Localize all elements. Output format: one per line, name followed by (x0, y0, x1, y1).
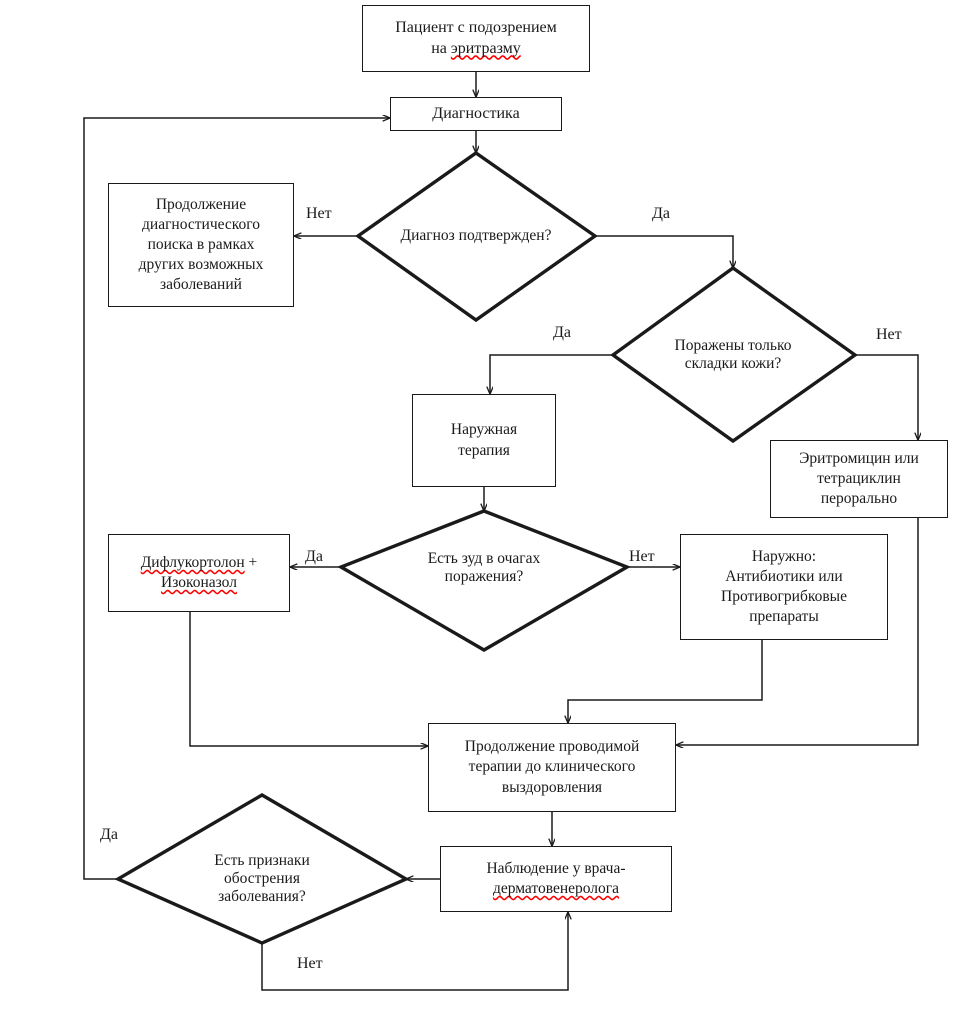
connector-edges (83, 72, 919, 991)
node-diflukortolon: Дифлукортолон +Изоконазол (108, 534, 290, 612)
edge-dxconfirmed-yes-to-foldsonly (595, 235, 733, 268)
node-followup: Наблюдение у врача-дерматовенеролога (440, 846, 672, 912)
edge-relapse-yes-to-diagnostics (83, 118, 390, 880)
diamond-itch (337, 509, 631, 652)
edge-systemic-to-continuetx (676, 518, 919, 745)
edge-label-itch-yes: Да (305, 548, 324, 565)
edge-label-relapse-no: Нет (297, 955, 323, 972)
decision-diamonds (114, 150, 858, 945)
node-diflukortolon-text: Дифлукортолон +Изоконазол (140, 553, 258, 591)
edge-label-folds-no: Нет (876, 326, 902, 343)
edge-label-itch-no: Нет (629, 548, 655, 565)
diamond-folds-only (610, 265, 858, 444)
edge-label-relapse-yes: Да (100, 826, 119, 843)
edge-label-dx-no: Нет (306, 205, 332, 222)
edge-diflu-to-continuetx (189, 612, 428, 746)
node-diagnostics: Диагностика (390, 97, 562, 131)
edge-label-dx-yes: Да (652, 205, 671, 222)
edge-externalab-to-continuetx (568, 640, 763, 723)
edge-foldsonly-yes-to-topical (490, 354, 613, 394)
node-diagnostics-text: Диагностика (432, 104, 520, 122)
diamond-dx-confirmed (355, 150, 598, 323)
diamond-relapse (114, 793, 410, 945)
edge-relapse-no-to-followup (261, 912, 568, 991)
edge-label-folds-yes: Да (553, 324, 572, 341)
edge-foldsonly-no-to-systemic (855, 354, 918, 440)
node-followup-text: Наблюдение у врача-дерматовенеролога (486, 859, 626, 897)
